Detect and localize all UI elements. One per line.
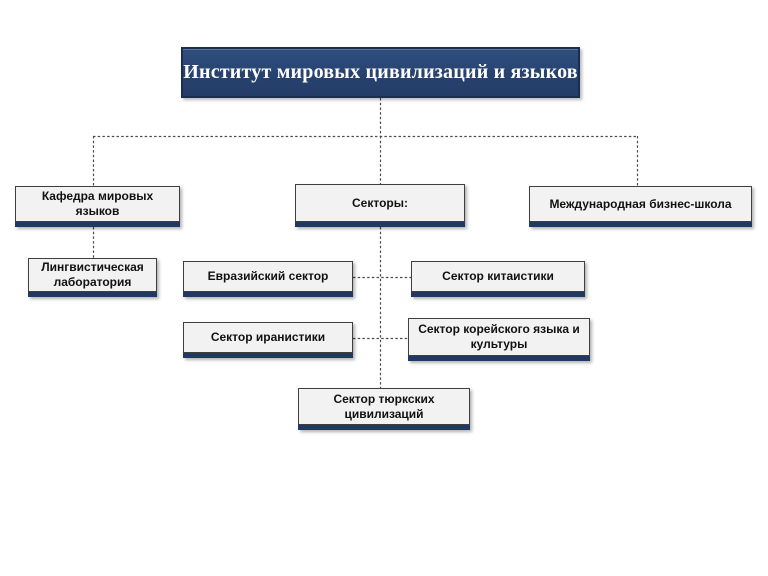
node-chinese-studies-sector: Сектор китаистики — [411, 261, 585, 297]
accent-bar — [28, 292, 157, 297]
accent-bar — [15, 222, 180, 227]
accent-bar — [408, 356, 590, 361]
accent-bar — [298, 425, 470, 430]
node-linguistic-laboratory: Лингвистическая лаборатория — [28, 258, 157, 297]
accent-bar — [183, 292, 353, 297]
accent-bar — [183, 353, 353, 358]
node-label: Лингвистическая лаборатория — [28, 258, 157, 292]
node-korean-language-culture-sector: Сектор корейского языка и культуры — [408, 318, 590, 361]
node-world-languages-department: Кафедра мировых языков — [15, 186, 180, 227]
root-box-label: Институт мировых цивилизаций и языков — [183, 61, 578, 83]
node-label: Секторы: — [295, 184, 465, 222]
node-turkic-civilizations-sector: Сектор тюркских цивилизаций — [298, 388, 470, 430]
node-label: Евразийский сектор — [183, 261, 353, 292]
node-label: Сектор иранистики — [183, 322, 353, 353]
node-international-business-school: Международная бизнес-школа — [529, 186, 752, 227]
accent-bar — [295, 222, 465, 227]
accent-bar — [529, 222, 752, 227]
node-eurasian-sector: Евразийский сектор — [183, 261, 353, 297]
node-label: Сектор китаистики — [411, 261, 585, 292]
node-iranian-studies-sector: Сектор иранистики — [183, 322, 353, 358]
node-label: Международная бизнес-школа — [529, 186, 752, 222]
root-box-institute: Институт мировых цивилизаций и языков — [181, 47, 580, 98]
node-label: Сектор тюркских цивилизаций — [298, 388, 470, 425]
accent-bar — [411, 292, 585, 297]
node-label: Сектор корейского языка и культуры — [408, 318, 590, 356]
node-label: Кафедра мировых языков — [15, 186, 180, 222]
node-sectors-header: Секторы: — [295, 184, 465, 227]
